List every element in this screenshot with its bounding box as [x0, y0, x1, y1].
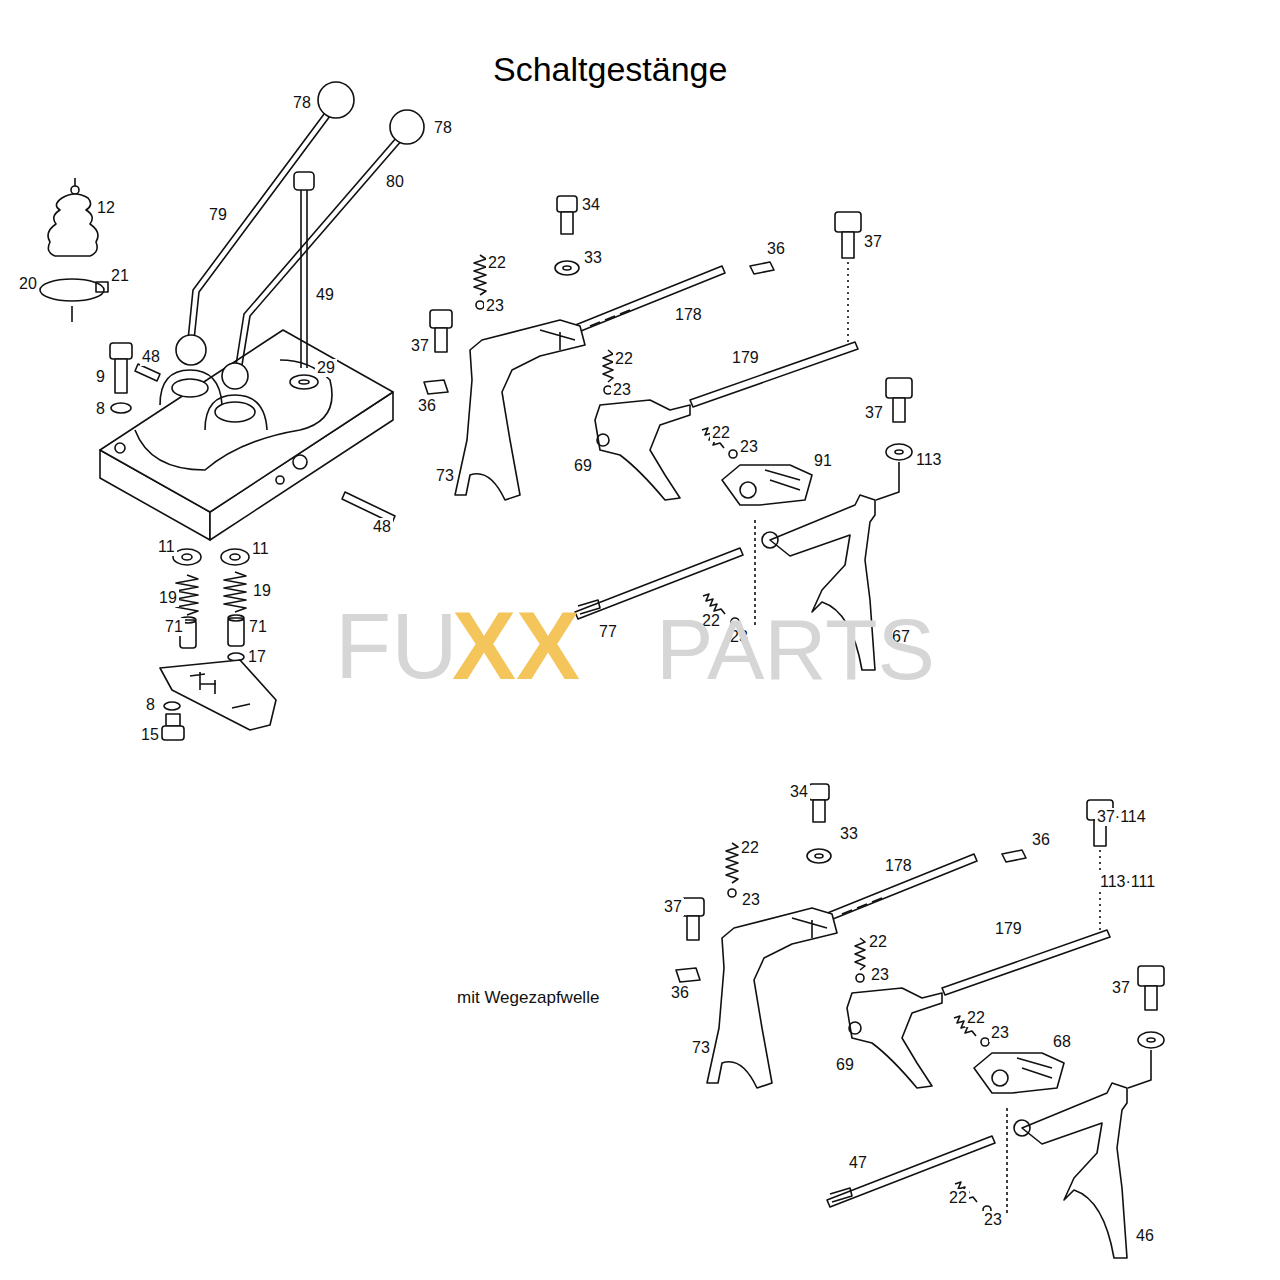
callout-number: 23 — [989, 1024, 1011, 1042]
callout-number: 36 — [416, 397, 438, 415]
callout-number: 11 — [156, 538, 177, 556]
callout-number: 36 — [1030, 831, 1052, 849]
callout-number: 37 — [1110, 979, 1132, 997]
callout-number: 29 — [315, 359, 337, 377]
callout-number: 78 — [432, 119, 454, 137]
callout-number: 23 — [869, 966, 891, 984]
callout-number: 73 — [434, 467, 456, 485]
callout-number: 8 — [94, 400, 107, 418]
callout-number: 69 — [834, 1056, 856, 1074]
callout-number: 34 — [580, 196, 602, 214]
callout-number: 33 — [582, 249, 604, 267]
watermark: FU — [335, 600, 458, 692]
callout-number: 36 — [669, 984, 691, 1002]
callout-number: 11 — [250, 540, 271, 558]
callout-number: 71 — [247, 618, 269, 636]
callout-number: 178 — [883, 857, 914, 875]
callout-number: 113·111 — [1098, 873, 1157, 891]
callout-number: 9 — [94, 368, 107, 386]
callout-number: 80 — [384, 173, 406, 191]
callout-number: 37·114 — [1095, 808, 1148, 826]
callout-number: 37 — [662, 898, 684, 916]
callout-number: 68 — [1051, 1033, 1073, 1051]
diagram-title: Schaltgestänge — [493, 51, 727, 88]
callout-number: 36 — [765, 240, 787, 258]
callout-number: 22 — [486, 254, 508, 272]
callout-number: 47 — [847, 1154, 869, 1172]
callout-number: 23 — [982, 1211, 1004, 1229]
callout-number: 49 — [314, 286, 336, 304]
callout-number: 21 — [109, 267, 131, 285]
callout-number: 113 — [914, 451, 944, 469]
callout-number: 22 — [710, 424, 732, 442]
callout-number: 12 — [95, 199, 117, 217]
callout-number: 22 — [965, 1009, 987, 1027]
callout-number: 23 — [738, 438, 760, 456]
callout-number: 22 — [613, 350, 635, 368]
callout-number: 33 — [838, 825, 860, 843]
watermark: XX — [452, 598, 580, 694]
callout-number: 23 — [484, 297, 506, 315]
callout-number: 22 — [739, 839, 761, 857]
callout-number: 19 — [251, 582, 273, 600]
callout-number: 37 — [863, 404, 885, 422]
callout-number: 71 — [163, 618, 185, 636]
callout-number: 78 — [291, 94, 313, 112]
callout-number: 91 — [812, 452, 834, 470]
callout-number: 37 — [862, 233, 884, 251]
callout-number: 77 — [597, 623, 619, 641]
callout-number: 178 — [673, 306, 704, 324]
callout-number: 23 — [740, 891, 762, 909]
watermark: PARTS — [656, 606, 935, 692]
callout-number: 17 — [246, 648, 268, 666]
callout-number: 46 — [1134, 1227, 1156, 1245]
callout-number: 69 — [572, 457, 594, 475]
callout-number: 179 — [730, 349, 761, 367]
callout-number: 79 — [207, 206, 229, 224]
callout-number: 22 — [947, 1189, 969, 1207]
callout-number: 20 — [17, 275, 39, 293]
callout-number: 179 — [993, 920, 1024, 938]
callout-number: 37 — [409, 337, 431, 355]
callout-number: 15 — [139, 726, 161, 744]
variant-note: mit Wegezapfwelle — [455, 989, 601, 1008]
callout-number: 34 — [788, 783, 810, 801]
callout-number: 23 — [611, 381, 633, 399]
callout-number: 48 — [140, 348, 162, 366]
callout-number: 19 — [157, 589, 179, 607]
callout-number: 48 — [371, 518, 393, 536]
callout-number: 73 — [690, 1039, 712, 1057]
callout-number: 22 — [867, 933, 889, 951]
callout-number: 8 — [144, 696, 157, 714]
